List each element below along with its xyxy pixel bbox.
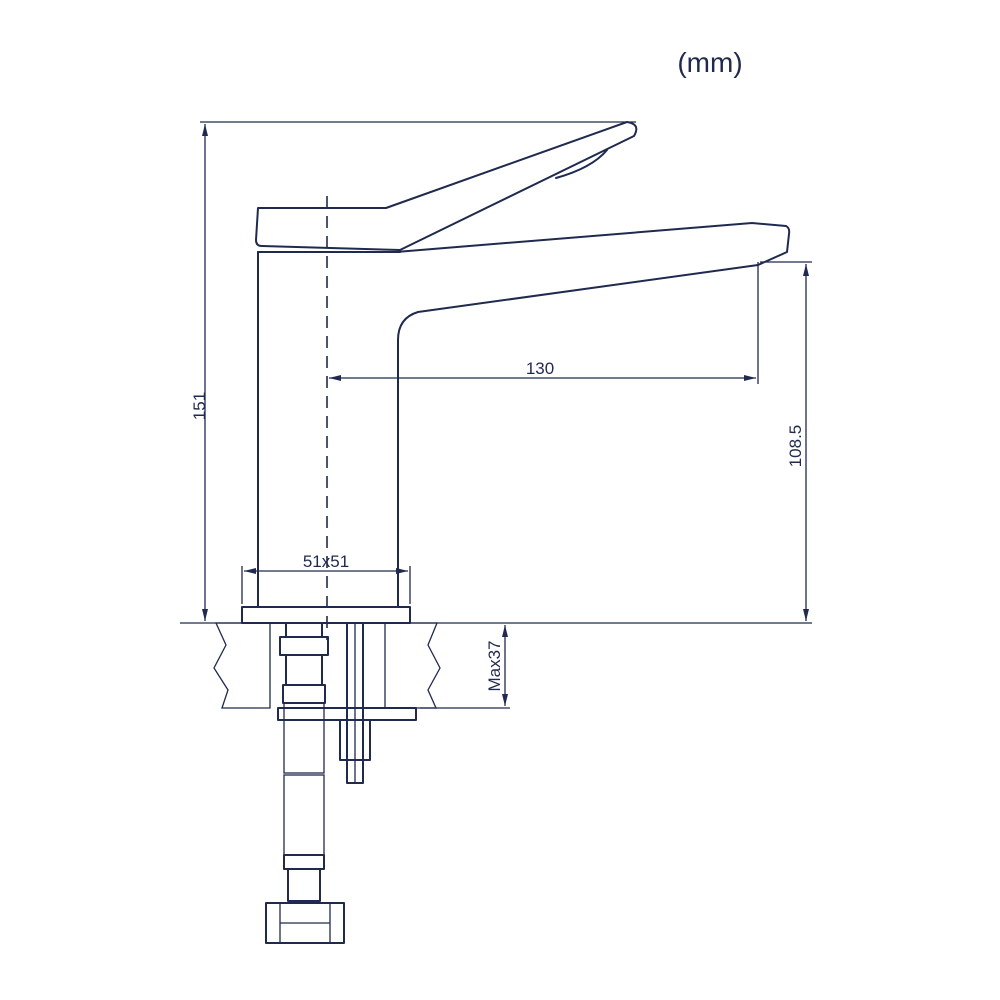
dimension-counter-thickness: Max37 <box>420 625 510 709</box>
dim-base-size-label: 51x51 <box>303 552 349 571</box>
mounting-hardware <box>277 622 417 784</box>
faucet-body <box>241 121 791 624</box>
dimension-total-height: 151 <box>190 121 636 621</box>
dim-spout-height-label: 108.5 <box>786 425 805 468</box>
dim-counter-thickness-label: Max37 <box>485 640 504 691</box>
supply-hose <box>265 622 345 944</box>
body-column-right <box>397 264 759 341</box>
lever-handle-underside <box>555 149 608 179</box>
dim-spout-reach-label: 130 <box>526 359 554 378</box>
dimension-spout-reach: 130 <box>329 262 759 384</box>
unit-label: (mm) <box>677 47 742 78</box>
lever-handle <box>255 121 638 251</box>
dim-total-height-label: 151 <box>190 392 209 420</box>
dimension-base-size: 51x51 <box>241 552 411 604</box>
dimension-spout-height: 108.5 <box>760 261 812 621</box>
spout <box>257 222 791 266</box>
base-plate <box>241 606 411 624</box>
